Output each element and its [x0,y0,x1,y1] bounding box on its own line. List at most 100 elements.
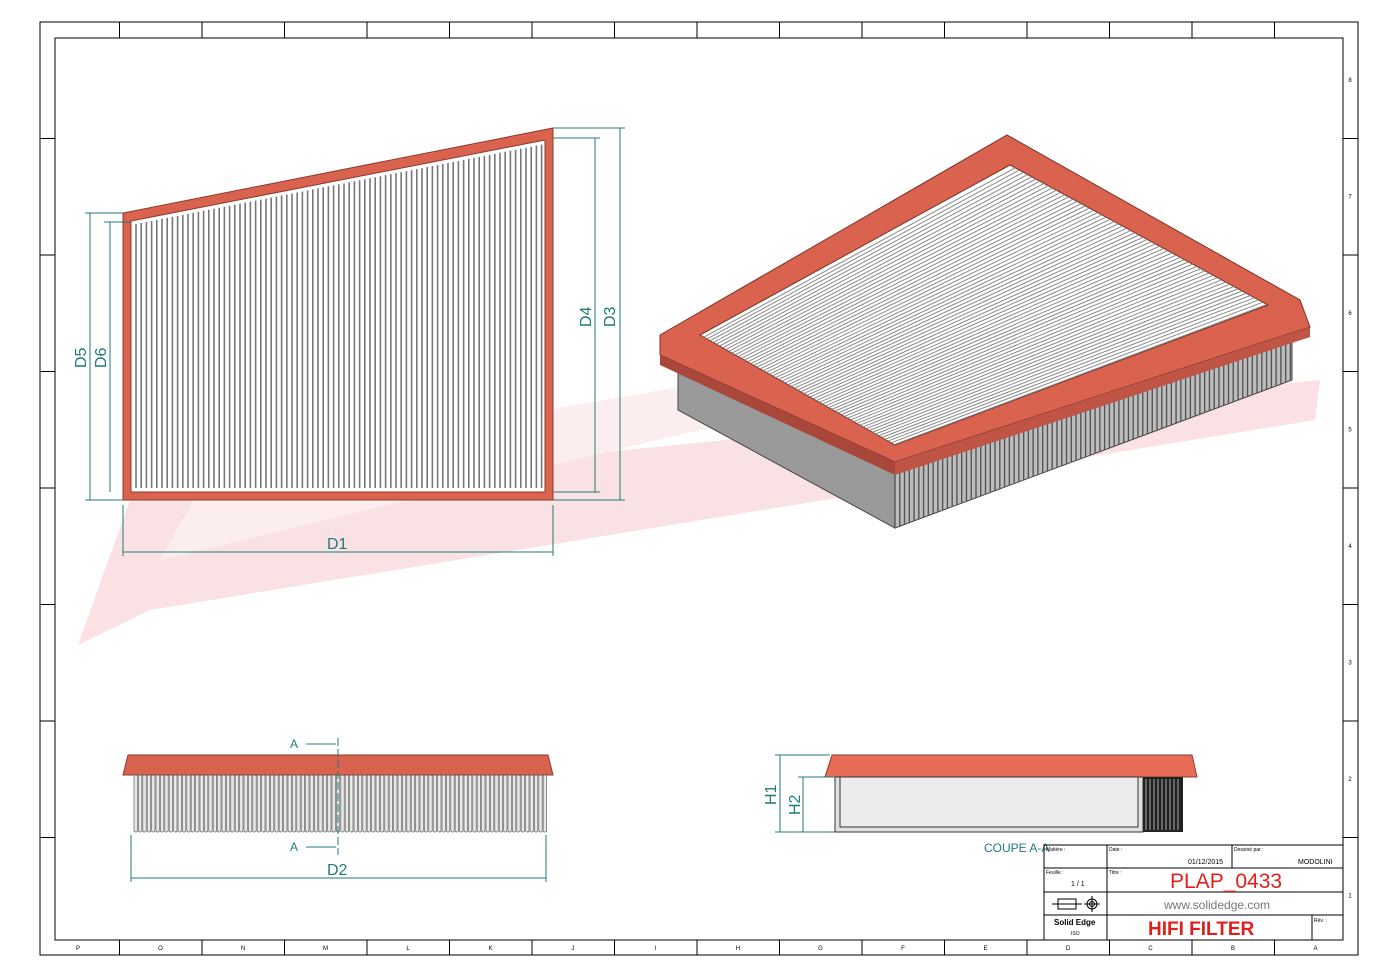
border-row-label: 6 [1348,311,1352,317]
front-view [122,127,554,501]
pleat [890,301,1264,444]
pleat [208,774,213,833]
border-column-label: F [901,946,905,952]
pleat [410,774,415,833]
pleat [791,230,1131,387]
pleat [809,243,1156,398]
isometric-view [659,134,1311,529]
pleat [542,774,547,833]
border-row-label: 2 [1348,777,1352,783]
border-column-label: B [1231,946,1235,952]
pleat [243,774,248,833]
dim-d3-label: D3 [602,306,619,327]
pleat [822,252,1173,405]
pleat [865,283,1231,430]
pleat [512,774,517,833]
pleat [155,774,160,833]
pleat [472,774,477,833]
pleat [759,207,1090,370]
pleat [706,169,1020,340]
sheet-value: 1 / 1 [1071,881,1085,888]
border-column-label: D [1066,946,1071,952]
pleat [261,774,266,833]
dim-h1-label: H1 [763,784,780,805]
pleat [806,241,1152,396]
pleat [270,774,275,833]
pleat [725,183,1045,350]
pleat [362,774,367,833]
pleat [853,274,1214,423]
pleat [800,236,1144,393]
software-sub: ISO [1071,931,1080,937]
dim-d1-label: D1 [327,536,348,553]
pleat [318,774,323,833]
pleat [744,196,1070,361]
pleat [468,774,473,833]
pleat [816,247,1164,402]
pleat [424,774,429,833]
pleat [168,774,173,833]
pleat [173,774,178,833]
pleat [314,774,319,833]
border-column-label: E [983,946,987,952]
border-column-label: O [158,946,163,952]
border-column-label: J [572,946,575,952]
pleat [300,774,305,833]
revision-label: Rév. : [1314,918,1327,924]
pleat [186,774,191,833]
pleat [728,185,1049,352]
pleat [476,774,481,833]
pleat [878,292,1247,437]
pleat [803,239,1148,394]
pleat [177,774,182,833]
section-marker-top: A [290,737,298,751]
pleat [371,774,376,833]
pleat [719,178,1037,347]
pleat [520,774,525,833]
pleat [388,774,393,833]
pleat [781,223,1119,382]
pleat [305,774,310,833]
pleat [239,774,244,833]
pleat [441,774,446,833]
pleat [534,774,539,833]
material-label: Matière : [1046,847,1065,853]
pleat [498,774,503,833]
dim-h2-label: H2 [787,794,804,815]
pleat [703,167,1016,338]
pleat [709,171,1024,342]
pleat [812,245,1160,400]
pleat [287,774,292,833]
pleat [872,288,1239,433]
pleat [212,774,217,833]
pleat [182,774,187,833]
pleat [322,774,327,833]
pleat [226,774,231,833]
pleat [199,774,204,833]
dimension-lines [85,127,835,882]
pleat [831,259,1185,410]
pleat [195,774,200,833]
border-column-label: L [406,946,410,952]
pleat [393,774,398,833]
border-column-label: C [1148,946,1153,952]
pleat [133,774,138,833]
pleat [327,774,332,833]
software-name: Solid Edge [1054,918,1096,927]
title-block [1043,844,1344,941]
drawing-title: PLAP_0433 [1170,870,1282,893]
drawn-by-label: Dessiné par : [1234,847,1263,853]
pleat [797,234,1140,391]
border-column-label: K [488,946,492,952]
pleat [432,774,437,833]
pleat [292,774,297,833]
pleat [428,774,433,833]
pleat [406,774,411,833]
date-value: 01/12/2015 [1188,859,1223,866]
pleat [151,774,156,833]
pleat [349,774,354,833]
pleat [331,774,336,833]
pleat [419,774,424,833]
pleat [459,774,464,833]
